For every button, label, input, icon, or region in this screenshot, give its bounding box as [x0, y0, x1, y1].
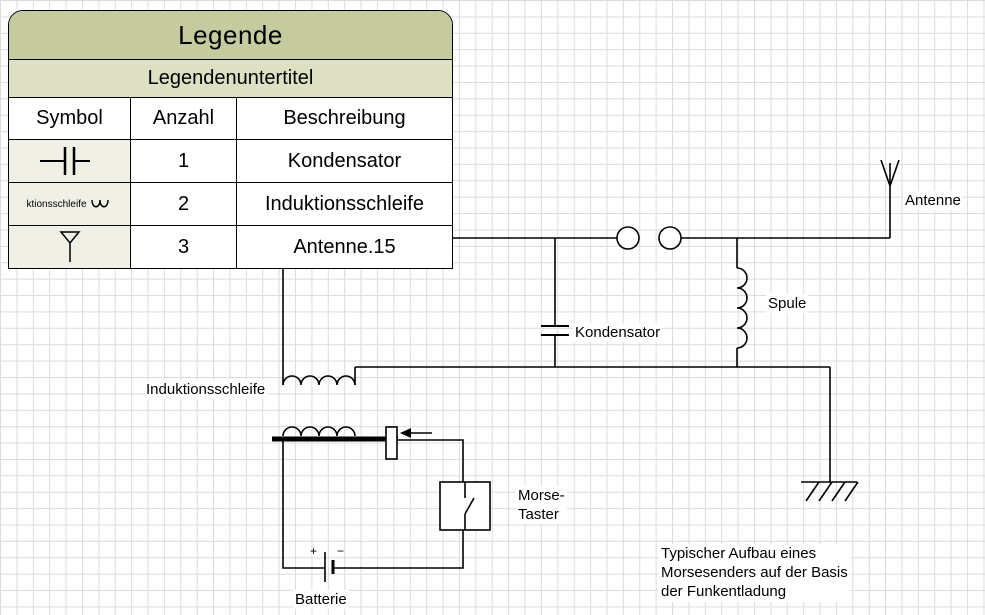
- ground-symbol: [801, 367, 859, 502]
- secondary-coil: [282, 252, 356, 386]
- spark-gap-left-ball: [616, 226, 640, 250]
- interrupter-wire: [397, 439, 464, 482]
- morse-key-box: [439, 481, 491, 531]
- morse-taster-label: Morse- Taster: [516, 486, 567, 525]
- legend-row-symbol-cell: ktionsschleife: [9, 182, 130, 225]
- spark-gap: [616, 226, 682, 250]
- legend-row-beschreibung: Kondensator: [236, 139, 452, 182]
- legend-row-anzahl: 2: [130, 182, 236, 225]
- primary-coil: [282, 426, 356, 437]
- spule-label: Spule: [766, 294, 809, 314]
- induktionsschleife-label: Induktionsschleife: [144, 380, 268, 400]
- diagram-caption: Typischer Aufbau eines Morsesenders auf …: [659, 544, 850, 602]
- legend-row-symbol-cell: [9, 139, 130, 182]
- battery-left-wire: [282, 441, 325, 569]
- legend-row-beschreibung: Antenne.15: [236, 225, 452, 268]
- battery-right-wire: [333, 530, 464, 569]
- spark-gap-right-ball: [658, 226, 682, 250]
- legend-row-beschreibung: Induktionsschleife: [236, 182, 452, 225]
- battery-minus-label: −: [337, 544, 345, 558]
- spule-coil: [736, 238, 748, 367]
- legend-row-anzahl: 3: [130, 225, 236, 268]
- legend-subtitle: Legendenuntertitel: [9, 59, 452, 97]
- kondensator-label: Kondensator: [573, 323, 663, 343]
- battery-symbol: [324, 552, 335, 582]
- morse-key-switch: [464, 482, 475, 530]
- capacitor-icon: [39, 147, 90, 175]
- antenna-symbol: [880, 159, 900, 238]
- antenne-label: Antenne: [903, 191, 963, 211]
- batterie-label: Batterie: [293, 590, 349, 610]
- legend-row-symbol-cell: [9, 225, 130, 268]
- legend-row-anzahl: 1: [130, 139, 236, 182]
- legend-title: Legende: [9, 11, 452, 59]
- capacitor-symbol: [541, 238, 569, 367]
- battery-plus-label: +: [310, 544, 318, 558]
- legend-col-beschreibung: Beschreibung: [236, 97, 452, 139]
- induction-loop-caption: ktionsschleife: [26, 198, 87, 210]
- legend-col-anzahl: Anzahl: [130, 97, 236, 139]
- legend-col-symbol: Symbol: [9, 97, 130, 139]
- mid-wire: [354, 366, 830, 385]
- interrupter-arrow: [400, 428, 432, 438]
- legend-table: Legende Legendenuntertitel Symbol Anzahl…: [8, 10, 453, 269]
- interrupter-contact: [385, 426, 398, 460]
- induction-loop-icon: [90, 199, 109, 208]
- antenna-icon: [58, 231, 81, 262]
- legend-grid: Symbol Anzahl Beschreibung 1 Kondensator…: [9, 97, 452, 268]
